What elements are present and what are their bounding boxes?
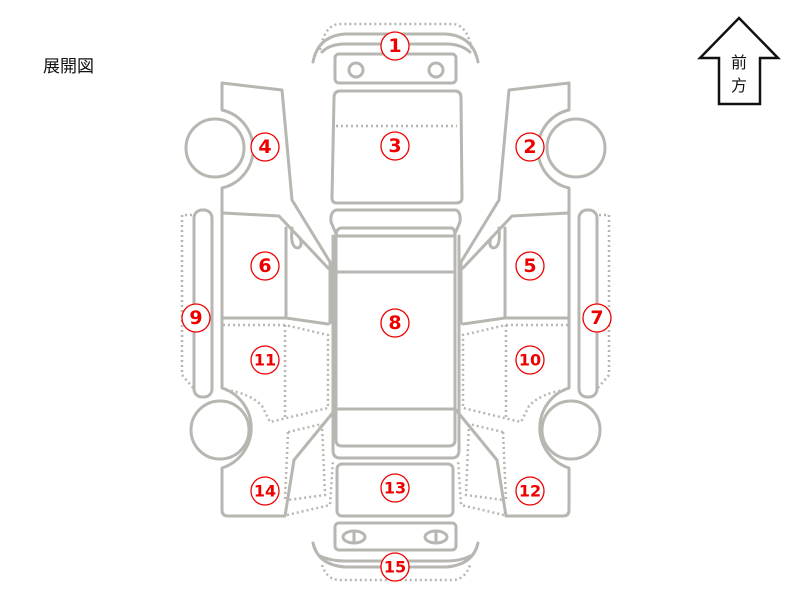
part-label-3[interactable]: 3 <box>380 131 410 161</box>
part-label-1[interactable]: 1 <box>380 31 410 61</box>
part-label-8[interactable]: 8 <box>380 308 410 338</box>
svg-text:13: 13 <box>384 479 406 498</box>
mirror <box>290 226 303 250</box>
front-fender <box>220 81 332 325</box>
diagram-title: 展開図 <box>43 57 94 77</box>
svg-text:14: 14 <box>254 482 276 501</box>
svg-text:10: 10 <box>519 351 541 370</box>
direction-text-2: 方 <box>731 76 747 95</box>
part-label-7[interactable]: 7 <box>582 303 612 333</box>
svg-text:9: 9 <box>189 307 202 329</box>
part-label-2[interactable]: 2 <box>515 132 545 162</box>
part-label-12[interactable]: 12 <box>515 476 545 506</box>
svg-text:1: 1 <box>388 35 401 57</box>
svg-text:12: 12 <box>519 482 541 501</box>
svg-text:4: 4 <box>258 136 271 158</box>
svg-text:5: 5 <box>523 255 536 277</box>
rear-wheel <box>189 399 251 461</box>
svg-text:15: 15 <box>384 558 406 577</box>
direction-text-1: 前 <box>731 53 747 72</box>
svg-text:8: 8 <box>388 312 401 334</box>
part-label-6[interactable]: 6 <box>250 251 280 281</box>
part-labels: 1 2 3 4 5 6 7 8 9 10 11 12 13 14 15 <box>181 31 612 582</box>
front-direction-arrow: 前 方 <box>697 16 781 106</box>
part-label-9[interactable]: 9 <box>181 303 211 333</box>
part-label-10[interactable]: 10 <box>515 345 545 375</box>
rear-plate <box>333 521 458 552</box>
svg-text:11: 11 <box>254 351 276 370</box>
part-label-15[interactable]: 15 <box>380 552 410 582</box>
svg-text:7: 7 <box>590 307 603 329</box>
svg-text:6: 6 <box>258 255 271 277</box>
part-label-5[interactable]: 5 <box>515 251 545 281</box>
part-label-4[interactable]: 4 <box>250 132 280 162</box>
part-label-14[interactable]: 14 <box>250 476 280 506</box>
trunk <box>335 462 455 518</box>
front-wheel <box>184 117 246 179</box>
part-label-11[interactable]: 11 <box>250 345 280 375</box>
svg-text:3: 3 <box>388 135 401 157</box>
part-label-13[interactable]: 13 <box>380 473 410 503</box>
svg-text:2: 2 <box>523 136 536 158</box>
front-door <box>221 211 330 326</box>
windshield <box>329 208 462 238</box>
hood <box>330 89 464 205</box>
roof <box>334 226 457 448</box>
